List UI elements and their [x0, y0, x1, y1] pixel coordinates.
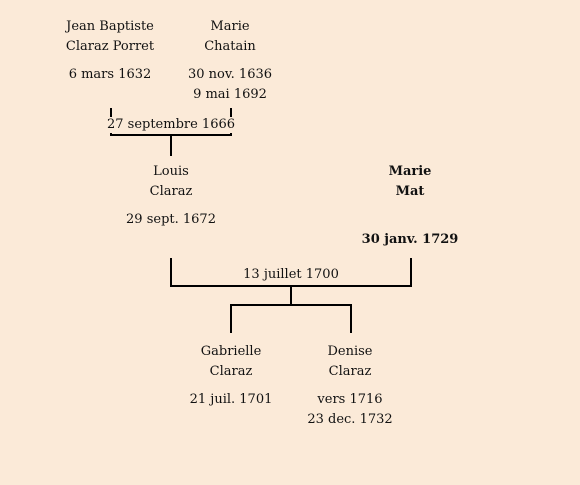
person-first-name: Gabrielle [200, 344, 262, 359]
person-dates: vers 1716 23 dec. 1732 [290, 390, 410, 430]
union-date-1700: 13 juillet 1700 [243, 267, 339, 282]
person-dates: 21 juil. 1701 [171, 390, 291, 410]
person-last-name: Claraz [149, 184, 193, 199]
person-marie-chatain: Marie Chatain 30 nov. 1636 9 mai 1692 [170, 17, 290, 105]
birth-date: 6 mars 1632 [68, 67, 152, 82]
person-last-name: Claraz Porret [65, 39, 155, 54]
person-first-name: Marie [210, 19, 250, 34]
person-first-name: Louis [153, 164, 189, 179]
person-denise: Denise Claraz vers 1716 23 dec. 1732 [290, 342, 410, 430]
person-dates: 30 janv. 1729 [350, 230, 470, 250]
union-date-1666: 27 septembre 1666 [106, 117, 236, 133]
person-first-name: Marie [388, 164, 432, 179]
person-first-name: Denise [327, 344, 373, 359]
person-dates: 30 nov. 1636 9 mai 1692 [170, 65, 290, 105]
person-dates: 6 mars 1632 [50, 65, 170, 85]
person-first-name: Jean Baptiste [66, 19, 154, 34]
person-dates: 29 sept. 1672 [111, 210, 231, 230]
person-last-name: Chatain [204, 39, 256, 54]
birth-date: 21 juil. 1701 [189, 392, 273, 407]
person-last-name: Mat [395, 184, 425, 199]
birth-date: vers 1716 [317, 392, 383, 407]
person-last-name: Claraz [328, 364, 372, 379]
person-marie-mat: Marie Mat 30 janv. 1729 [350, 162, 470, 250]
children-bracket [230, 304, 352, 333]
birth-date: 30 nov. 1636 [187, 67, 273, 82]
person-last-name: Claraz [209, 364, 253, 379]
birth-date: 29 sept. 1672 [126, 212, 216, 227]
person-jean-baptiste: Jean Baptiste Claraz Porret 6 mars 1632 [50, 17, 170, 85]
person-louis: Louis Claraz 29 sept. 1672 [111, 162, 231, 230]
death-date: 30 janv. 1729 [361, 232, 459, 247]
death-date: 23 dec. 1732 [307, 412, 393, 427]
death-date: 9 mai 1692 [193, 87, 267, 102]
person-gabrielle: Gabrielle Claraz 21 juil. 1701 [171, 342, 291, 410]
